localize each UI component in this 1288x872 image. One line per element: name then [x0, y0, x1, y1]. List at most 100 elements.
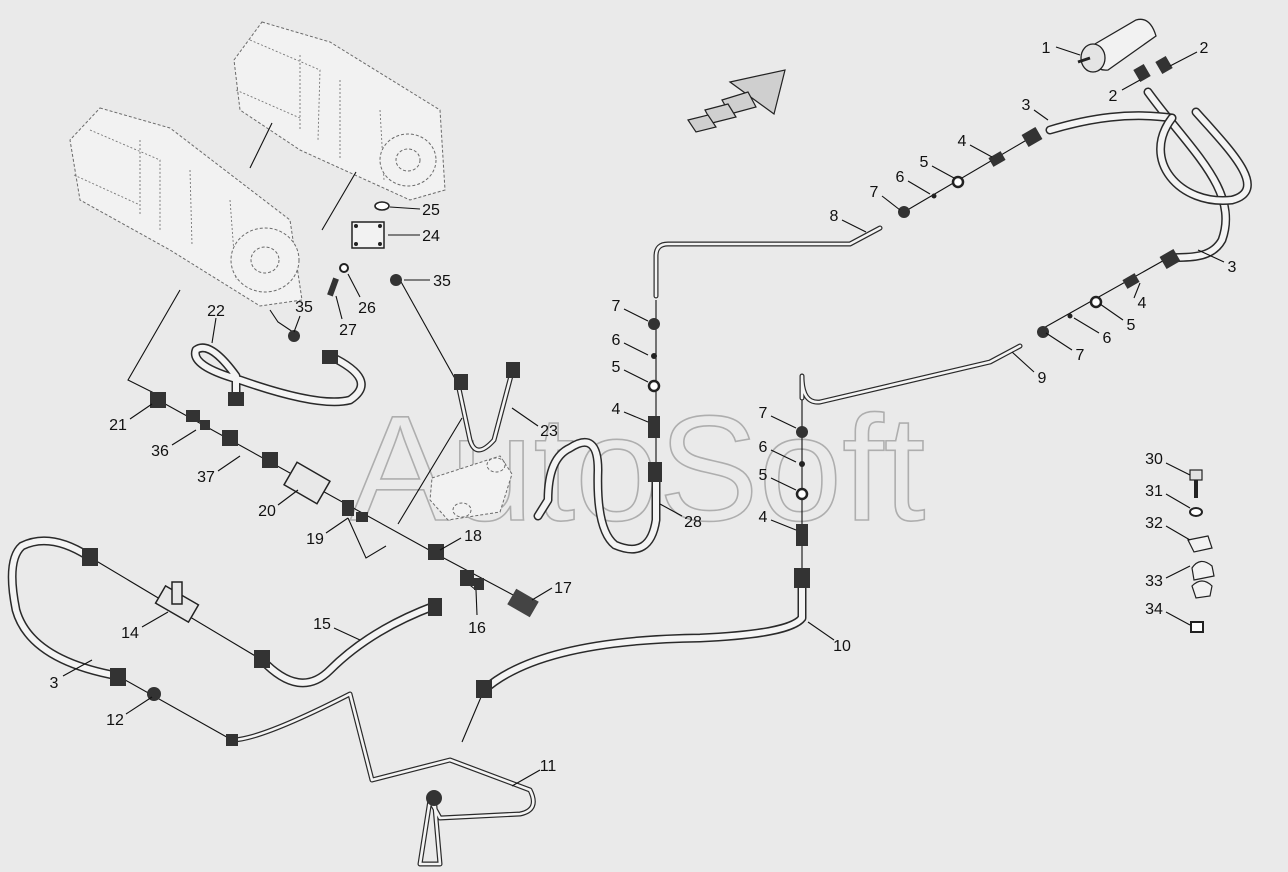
callout-leader-c26: [347, 273, 361, 298]
pump-assembly-upper: [233, 21, 446, 201]
callout-label-c1: 1: [1042, 40, 1051, 57]
callout-label-c3c: 3: [50, 675, 59, 692]
callout-label-c5b: 5: [1127, 317, 1136, 334]
callout-label-c17: 17: [554, 580, 572, 597]
callout-leader-c5b: [1099, 303, 1124, 321]
callout-leader-c32: [1165, 525, 1191, 541]
callout-leader-c2a: [1169, 51, 1198, 67]
watermark: AutoSoft: [350, 384, 925, 552]
clamp-hardware: [1187, 469, 1215, 633]
callout-label-c9: 9: [1038, 370, 1047, 387]
callout-label-c5a: 5: [920, 154, 929, 171]
callout-label-c12: 12: [106, 712, 124, 729]
callout-label-c7d: 7: [759, 405, 768, 422]
callout-label-c6c: 6: [612, 332, 621, 349]
callout-leader-c33: [1165, 565, 1191, 579]
callout-leader-c25: [389, 206, 421, 210]
callout-leader-c4d: [770, 519, 797, 531]
pump-pointer-line: [249, 122, 273, 169]
callout-label-c24: 24: [422, 228, 440, 245]
callout-leader-c4b: [1133, 282, 1141, 299]
callout-leader-c19: [325, 517, 349, 534]
callout-leader-c31: [1165, 493, 1191, 509]
fittings: [82, 55, 1181, 806]
callout-leader-c7c: [623, 308, 649, 322]
callout-label-c7c: 7: [612, 298, 621, 315]
callout-label-c28: 28: [684, 514, 702, 531]
callout-leader-c20: [277, 489, 299, 506]
callout-leader-c36: [171, 429, 197, 446]
callout-label-c4b: 4: [1138, 295, 1147, 312]
callout-label-c20: 20: [258, 503, 276, 520]
callout-leader-c21: [129, 403, 153, 420]
callout-label-c36: 36: [151, 443, 169, 460]
callout-label-c27: 27: [339, 322, 357, 339]
callout-label-c3b: 3: [1228, 259, 1237, 276]
callout-leader-c6b: [1073, 317, 1100, 334]
direction-arrow-icon: [687, 69, 786, 133]
callout-label-c6d: 6: [759, 439, 768, 456]
callout-label-c6b: 6: [1103, 330, 1112, 347]
callout-leader-c18: [439, 537, 462, 551]
callout-label-c21: 21: [109, 417, 127, 434]
callout-leader-c5d: [770, 477, 797, 491]
callout-label-c23: 23: [540, 423, 558, 440]
callout-leader-c8: [841, 219, 867, 233]
callout-leader-c7b: [1045, 332, 1073, 351]
callout-leader-c2b: [1121, 79, 1141, 91]
callout-label-c6a: 6: [896, 169, 905, 186]
callout-label-c37: 37: [197, 469, 215, 486]
callout-leader-c3a: [1033, 109, 1049, 121]
callout-leader-c3b: [1197, 249, 1225, 263]
callout-label-c7a: 7: [870, 184, 879, 201]
callout-leader-c34: [1165, 611, 1191, 626]
callout-label-c5c: 5: [612, 359, 621, 376]
pump-pointer-line: [127, 289, 181, 397]
callout-leader-c1: [1055, 46, 1081, 56]
pump-pointer-line: [397, 417, 463, 525]
callout-leader-c11: [511, 769, 541, 787]
callout-label-c35a: 35: [433, 273, 451, 290]
callout-leader-c35b: [293, 315, 301, 333]
callout-label-c32: 32: [1145, 515, 1163, 532]
callout-leader-c14: [141, 611, 169, 628]
callout-label-c31: 31: [1145, 483, 1163, 500]
callout-label-c3a: 3: [1022, 97, 1031, 114]
callout-leader-c30: [1165, 462, 1191, 476]
callout-leader-c27: [335, 295, 343, 320]
callout-leader-c7a: [881, 195, 901, 211]
callout-label-c7b: 7: [1076, 347, 1085, 364]
callout-label-c5d: 5: [759, 467, 768, 484]
valve-body: [429, 455, 513, 521]
callout-label-c11: 11: [540, 758, 557, 775]
callout-label-c33: 33: [1145, 573, 1163, 590]
callout-leader-c15: [333, 627, 361, 641]
callout-label-c30: 30: [1145, 451, 1163, 468]
callout-leader-c6c: [623, 342, 649, 356]
cylinder: [1077, 18, 1157, 73]
callout-leader-c10: [807, 621, 835, 641]
pump-pointer-line: [321, 171, 357, 231]
callout-label-c18: 18: [464, 528, 482, 545]
callout-label-c2b: 2: [1109, 88, 1118, 105]
callout-label-c15: 15: [313, 616, 331, 633]
callout-label-c4c: 4: [612, 401, 621, 418]
callout-label-c14: 14: [121, 625, 139, 642]
callout-label-c34: 34: [1145, 601, 1163, 618]
callout-label-c35b: 35: [295, 299, 313, 316]
pump-assembly-lower: [69, 107, 303, 307]
callout-label-c2a: 2: [1200, 40, 1209, 57]
callout-label-c26: 26: [358, 300, 376, 317]
callout-label-c25: 25: [422, 202, 440, 219]
callout-label-c4a: 4: [958, 133, 967, 150]
callout-leader-c4c: [623, 411, 649, 423]
callout-label-c19: 19: [306, 531, 324, 548]
callout-leader-c9: [1011, 351, 1035, 373]
hose-lines: [7, 87, 1252, 867]
callout-label-c10: 10: [833, 638, 851, 655]
callout-leader-c6a: [907, 180, 931, 195]
callout-label-c16: 16: [468, 620, 486, 637]
callout-leader-c6d: [770, 449, 797, 463]
